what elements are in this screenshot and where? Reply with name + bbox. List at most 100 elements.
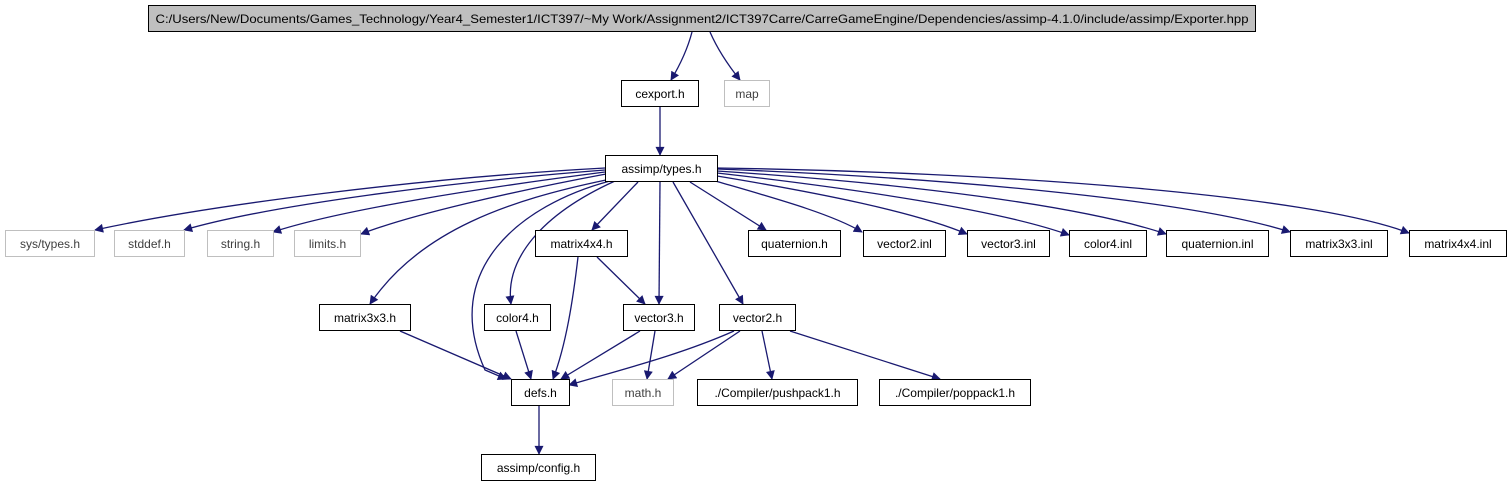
edge-matrix3x3_h-to-defs	[399, 330, 512, 380]
node-box	[1409, 230, 1507, 257]
node-label: vector2.inl	[877, 237, 932, 251]
edge-types-to-vector2_h	[672, 181, 744, 305]
edge-types-to-quaternion_inl	[716, 170, 1167, 236]
node-label: color4.inl	[1084, 237, 1132, 251]
edge-vector3_h-to-math	[643, 330, 656, 380]
edge-types-to-vector2_inl	[711, 179, 863, 233]
node-layer: C:/Users/New/Documents/Games_Technology/…	[5, 5, 1507, 481]
node-matrix3x3-inl[interactable]: matrix3x3.inl	[1290, 230, 1388, 257]
edge-layer	[94, 31, 1410, 455]
node-vector2-h[interactable]: vector2.h	[719, 304, 796, 331]
node-label: matrix3x3.inl	[1305, 237, 1372, 251]
node-box	[535, 230, 628, 257]
node-string: string.h	[207, 230, 274, 257]
node-cexport[interactable]: cexport.h	[621, 80, 699, 107]
node-label: ./Compiler/poppack1.h	[895, 386, 1015, 400]
edge-types-to-stddef	[183, 169, 606, 233]
edge-matrix4x4_h-to-vector3_h	[596, 256, 646, 305]
node-label: string.h	[221, 237, 260, 251]
edge-root-to-cexport	[670, 31, 693, 81]
node-defs[interactable]: defs.h	[511, 379, 570, 406]
edge-color4_h-to-defs	[515, 330, 533, 380]
node-label: stddef.h	[128, 237, 171, 251]
node-root[interactable]: C:/Users/New/Documents/Games_Technology/…	[148, 5, 1256, 32]
edge-vector3_h-to-defs	[560, 330, 641, 380]
node-box	[697, 379, 858, 406]
node-box	[5, 230, 95, 257]
node-box	[748, 230, 841, 257]
edge-types-to-quaternion_h	[689, 181, 767, 231]
edge-types-to-vector3_h	[654, 181, 664, 305]
node-matrix3x3-h[interactable]: matrix3x3.h	[319, 304, 411, 331]
node-box	[114, 230, 185, 257]
node-label: limits.h	[309, 237, 346, 251]
edge-types-to-matrix4x4_inl	[716, 167, 1410, 235]
node-box	[719, 304, 796, 331]
edge-types-to-matrix3x3_inl	[716, 168, 1291, 234]
node-label: matrix3x3.h	[334, 311, 396, 325]
edge-vector2_h-to-defs	[568, 330, 735, 388]
node-matrix4x4-inl[interactable]: matrix4x4.inl	[1409, 230, 1507, 257]
node-label: vector3.inl	[981, 237, 1036, 251]
node-box	[319, 304, 411, 331]
edge-types-to-sys_types	[94, 167, 606, 233]
node-map: map	[724, 80, 770, 107]
edge-types-to-matrix4x4_h	[591, 181, 639, 231]
node-box	[484, 304, 551, 331]
edge-types-to-vector3_inl	[716, 175, 968, 235]
node-label: matrix4x4.inl	[1424, 237, 1491, 251]
edge-types-to-string	[272, 171, 606, 234]
node-label: quaternion.inl	[1181, 237, 1253, 251]
node-matrix4x4-h[interactable]: matrix4x4.h	[535, 230, 628, 257]
edge-types-to-color4_inl	[716, 172, 1070, 237]
node-label: assimp/config.h	[497, 461, 580, 475]
node-box	[207, 230, 274, 257]
node-box	[481, 454, 596, 481]
node-label: math.h	[625, 386, 662, 400]
node-vector3-h[interactable]: vector3.h	[623, 304, 695, 331]
node-box	[621, 80, 699, 107]
edge-matrix4x4_h-to-defs	[551, 256, 579, 380]
node-pushpack[interactable]: ./Compiler/pushpack1.h	[697, 379, 858, 406]
node-quaternion-inl[interactable]: quaternion.inl	[1166, 230, 1269, 257]
edge-vector2_h-to-pushpack	[761, 330, 775, 380]
node-box	[1166, 230, 1269, 257]
node-label: color4.h	[496, 311, 539, 325]
node-math: math.h	[612, 379, 674, 406]
node-color4-inl[interactable]: color4.inl	[1069, 230, 1147, 257]
node-label: sys/types.h	[20, 237, 80, 251]
node-label: map	[735, 87, 759, 101]
node-vector2-inl[interactable]: vector2.inl	[863, 230, 946, 257]
node-vector3-inl[interactable]: vector3.inl	[967, 230, 1050, 257]
node-label: quaternion.h	[761, 237, 828, 251]
node-quaternion-h[interactable]: quaternion.h	[748, 230, 841, 257]
node-types[interactable]: assimp/types.h	[605, 155, 718, 182]
node-box	[967, 230, 1050, 257]
node-label: matrix4x4.h	[550, 237, 612, 251]
node-label: vector3.h	[634, 311, 683, 325]
node-label: defs.h	[524, 386, 557, 400]
node-label: ./Compiler/pushpack1.h	[714, 386, 840, 400]
node-config[interactable]: assimp/config.h	[481, 454, 596, 481]
node-box	[511, 379, 570, 406]
node-stddef: stddef.h	[114, 230, 185, 257]
node-box	[623, 304, 695, 331]
edge-types-to-matrix3x3_h	[369, 179, 607, 305]
node-poppack[interactable]: ./Compiler/poppack1.h	[879, 379, 1031, 406]
node-label: assimp/types.h	[621, 162, 701, 176]
node-box	[724, 80, 770, 107]
node-box	[879, 379, 1031, 406]
edge-root-to-map	[709, 31, 741, 81]
node-color4-h[interactable]: color4.h	[484, 304, 551, 331]
node-box	[1290, 230, 1388, 257]
node-box	[294, 230, 361, 257]
node-box	[863, 230, 946, 257]
node-box	[605, 155, 718, 182]
node-limits: limits.h	[294, 230, 361, 257]
node-label: vector2.h	[733, 311, 782, 325]
node-box	[148, 5, 1256, 32]
edge-types-to-color4_h	[505, 180, 616, 305]
node-box	[612, 379, 674, 406]
edge-types-to-defs	[471, 180, 611, 380]
